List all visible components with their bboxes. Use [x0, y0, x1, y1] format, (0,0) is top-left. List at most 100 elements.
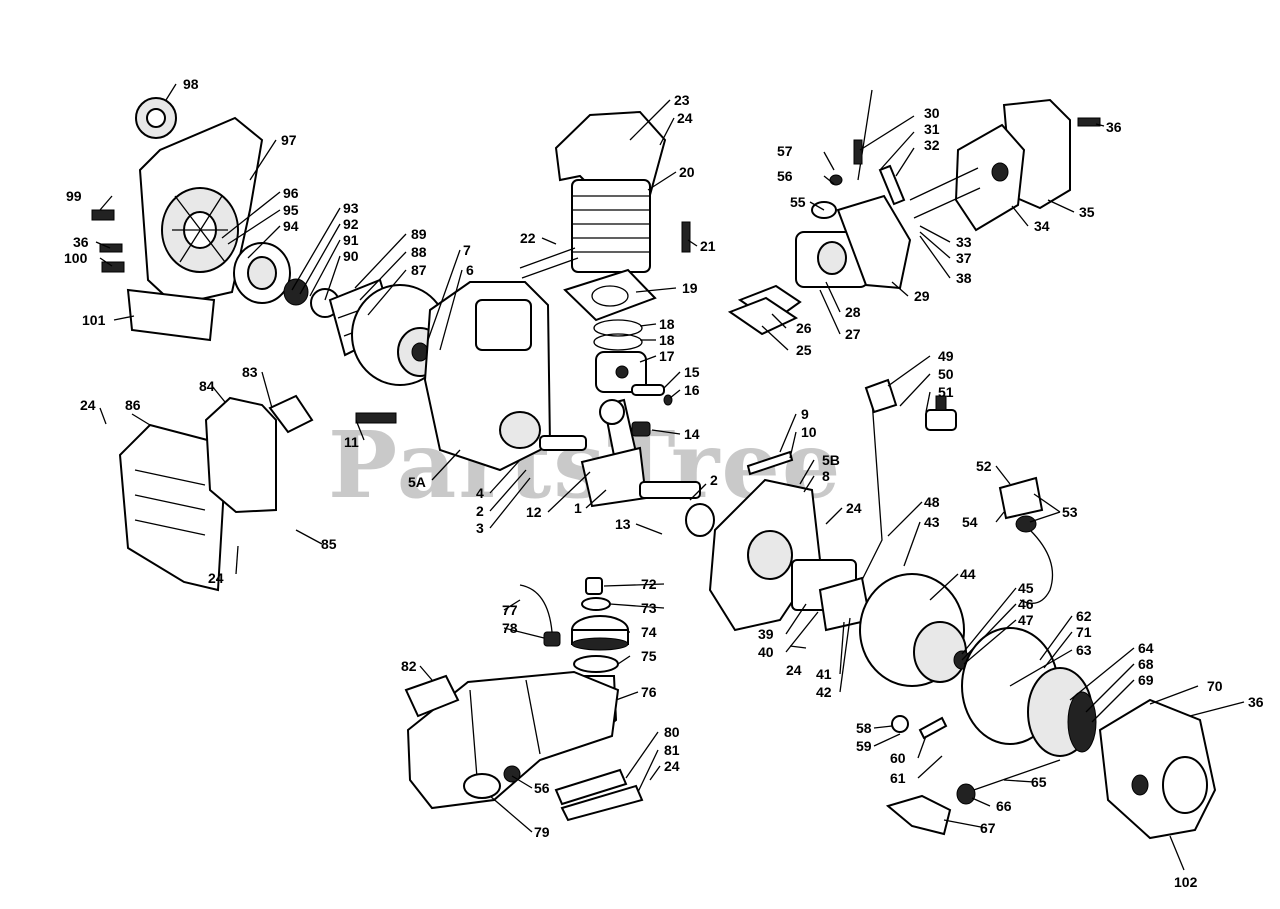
part-29-gasket-plate	[836, 194, 912, 290]
callout-14: 14	[684, 426, 700, 442]
part-14-needle-bearing	[631, 421, 651, 437]
part-31-ferrule	[853, 139, 863, 165]
callout-92: 92	[343, 216, 359, 232]
callout-36: 36	[73, 234, 89, 250]
callout-36-starter: 36	[1248, 694, 1264, 710]
part-100-screw	[101, 261, 125, 273]
callout-73: 73	[641, 600, 657, 616]
callout-51: 51	[938, 384, 954, 400]
part-53-switch	[1015, 515, 1037, 533]
part-97-fan-housing	[138, 116, 264, 307]
callout-22: 22	[520, 230, 536, 246]
part-39-ignition-module	[791, 559, 872, 632]
callout-87: 87	[411, 262, 427, 278]
part-36-screw-left	[99, 243, 123, 253]
callout-10: 10	[801, 424, 817, 440]
callout-35: 35	[1079, 204, 1095, 220]
part-1-crankshaft	[539, 398, 701, 508]
callout-37: 37	[956, 250, 972, 266]
callout-44: 44	[960, 566, 976, 582]
callout-24-muffler: 24	[80, 397, 96, 413]
part-75-seal	[573, 655, 619, 673]
part-22-studs	[519, 247, 579, 279]
callout-19: 19	[682, 280, 698, 296]
callout-79: 79	[534, 824, 550, 840]
callout-64: 64	[1138, 640, 1154, 656]
part-16-clip	[663, 394, 673, 406]
callout-52: 52	[976, 458, 992, 474]
callout-72: 72	[641, 576, 657, 592]
part-48-spark-lead	[861, 399, 883, 581]
callout-24-ign: 24	[786, 662, 802, 678]
callout-84: 84	[199, 378, 215, 394]
callout-49: 49	[938, 348, 954, 364]
callout-5a: 5A	[408, 474, 426, 490]
callout-80: 80	[664, 724, 680, 740]
part-11-bolt	[355, 412, 397, 424]
callout-54: 54	[962, 514, 978, 530]
callout-38: 38	[956, 270, 972, 286]
part-92-bearing	[283, 278, 309, 306]
callout-93: 93	[343, 200, 359, 216]
part-82-bracket	[404, 674, 460, 718]
part-35-air-box	[954, 98, 1071, 232]
callout-23: 23	[674, 92, 690, 108]
callout-27: 27	[845, 326, 861, 342]
callout-56-top: 56	[777, 168, 793, 184]
part-25-cover	[727, 296, 799, 336]
part-72-cap	[585, 577, 603, 595]
part-33-studs	[909, 167, 981, 219]
callout-34: 34	[1034, 218, 1050, 234]
callout-47: 47	[1018, 612, 1034, 628]
part-21-bolt	[681, 221, 691, 253]
callout-63: 63	[1076, 642, 1092, 658]
callout-3: 3	[476, 520, 484, 536]
callout-2b: 2	[710, 472, 718, 488]
callout-5b: 5B	[822, 452, 840, 468]
callout-30: 30	[924, 105, 940, 121]
callout-68: 68	[1138, 656, 1154, 672]
callout-4: 4	[476, 485, 484, 501]
part-28-carburetor	[795, 231, 869, 288]
callout-97: 97	[281, 132, 297, 148]
callout-36-right: 36	[1106, 119, 1122, 135]
callout-29: 29	[914, 288, 930, 304]
callout-81: 81	[664, 742, 680, 758]
part-68-recoil-spring	[1067, 691, 1097, 753]
callout-32: 32	[924, 137, 940, 153]
callout-21: 21	[700, 238, 716, 254]
callout-102: 102	[1174, 874, 1198, 890]
part-9-key	[746, 450, 794, 476]
part-58-washer	[891, 715, 909, 733]
callout-58: 58	[856, 720, 872, 736]
part-80-strap	[554, 768, 644, 822]
callout-95: 95	[283, 202, 299, 218]
callout-61: 61	[890, 770, 906, 786]
callout-20: 20	[679, 164, 695, 180]
callout-78: 78	[502, 620, 518, 636]
callout-56-tank: 56	[534, 780, 550, 796]
callout-82: 82	[401, 658, 417, 674]
callout-88: 88	[411, 244, 427, 260]
part-98-cap	[135, 97, 177, 139]
callout-59: 59	[856, 738, 872, 754]
callout-46: 46	[1018, 596, 1034, 612]
callout-76: 76	[641, 684, 657, 700]
part-tank	[406, 670, 620, 810]
part-84-muffler	[204, 396, 277, 514]
callout-57: 57	[777, 143, 793, 159]
callout-99: 99	[66, 188, 82, 204]
part-57-nut	[829, 174, 843, 186]
callout-24-tank: 24	[664, 758, 680, 774]
callout-11: 11	[344, 434, 359, 450]
callout-101: 101	[82, 312, 106, 328]
callout-13: 13	[615, 516, 631, 532]
callout-28: 28	[845, 304, 861, 320]
callout-labels: 98 97 99 96 95 36 94 93 92 100 91 90 101…	[64, 76, 1264, 890]
part-79-grommet	[463, 773, 501, 799]
part-66-grip	[956, 783, 976, 805]
callout-83: 83	[242, 364, 258, 380]
callout-53: 53	[1062, 504, 1078, 520]
callout-26: 26	[796, 320, 812, 336]
